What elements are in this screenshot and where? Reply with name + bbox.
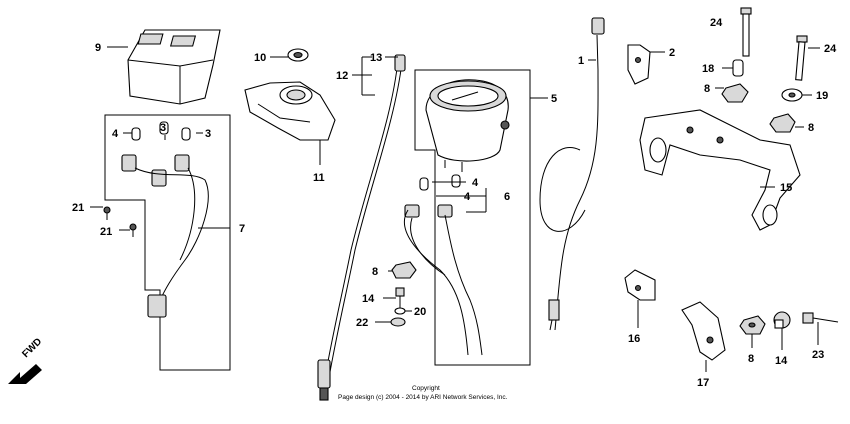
callout-1: 1 <box>578 55 584 67</box>
callout-24a: 24 <box>710 17 723 29</box>
part-24-bolt-left <box>740 7 752 57</box>
callout-24b: 24 <box>824 43 837 55</box>
callout-21a: 21 <box>72 202 84 214</box>
callout-14a: 14 <box>362 293 375 305</box>
part-24-bolt-right <box>795 35 808 81</box>
part-2-bracket <box>627 44 651 85</box>
copyright-line-2: Page design (c) 2004 - 2014 by ARI Netwo… <box>338 394 508 401</box>
part-15-meter-bracket <box>639 109 801 231</box>
part-8-nut-center <box>391 261 417 279</box>
part-14-bolt-center <box>395 287 405 308</box>
part-10-grommet <box>287 48 309 62</box>
callout-12: 12 <box>336 70 348 82</box>
callout-8a: 8 <box>372 266 378 278</box>
callout-5: 5 <box>551 93 557 105</box>
callout-4c: 4 <box>464 191 471 203</box>
part-20-washer <box>394 307 406 315</box>
callout-3a: 3 <box>160 122 166 134</box>
part-19-washer <box>781 88 803 102</box>
part-14-bolt-right <box>773 311 791 329</box>
callout-4a: 4 <box>112 128 119 140</box>
callout-8b: 8 <box>704 83 710 95</box>
part-18-collar <box>732 59 744 77</box>
callout-17: 17 <box>697 377 709 389</box>
callout-2: 2 <box>669 47 675 59</box>
part-17-stay <box>681 301 726 361</box>
callout-11: 11 <box>313 172 325 184</box>
callout-18: 18 <box>702 63 714 75</box>
callout-labels: 9 10 11 12 13 5 4 3 3 7 21 21 4 4 6 8 14… <box>72 17 837 389</box>
part-9-box <box>127 29 221 105</box>
wiring-group-box <box>104 114 231 371</box>
callout-10: 10 <box>254 52 266 64</box>
callout-4b: 4 <box>472 177 479 189</box>
callout-6: 6 <box>504 191 510 203</box>
callout-21b: 21 <box>100 226 112 238</box>
fwd-arrow-icon <box>8 364 42 384</box>
callout-14b: 14 <box>775 355 788 367</box>
callout-20: 20 <box>414 306 426 318</box>
callout-8c: 8 <box>808 122 814 134</box>
part-8-nut-bottom <box>739 315 766 335</box>
fwd-label: FWD <box>20 336 44 360</box>
part-8-nut-upper <box>721 83 749 103</box>
callout-3b: 3 <box>205 128 211 140</box>
part-8-nut-lower <box>769 113 796 133</box>
part-5-speedometer <box>425 79 510 172</box>
callout-23: 23 <box>812 349 824 361</box>
leader-lines <box>90 46 820 372</box>
callout-19: 19 <box>816 90 828 102</box>
callout-7: 7 <box>239 223 245 235</box>
meter-group-box <box>414 69 531 366</box>
part-16-bracket <box>624 269 656 301</box>
callout-15: 15 <box>780 182 792 194</box>
part-11-meter-cover <box>244 81 336 141</box>
callout-8d: 8 <box>748 353 754 365</box>
copyright-line-1: Copyright <box>412 385 440 392</box>
callout-13: 13 <box>370 52 382 64</box>
part-7-harness <box>121 121 209 318</box>
part-22-nut <box>390 317 406 327</box>
part-21-screws <box>103 206 137 237</box>
callout-16: 16 <box>628 333 640 345</box>
part-1-cable <box>539 17 605 331</box>
part-12-speedo-cable <box>317 54 406 401</box>
callout-9: 9 <box>95 42 101 54</box>
part-6-meter-harness <box>403 174 483 356</box>
part-23-bolt <box>802 312 839 324</box>
callout-22: 22 <box>356 317 368 329</box>
